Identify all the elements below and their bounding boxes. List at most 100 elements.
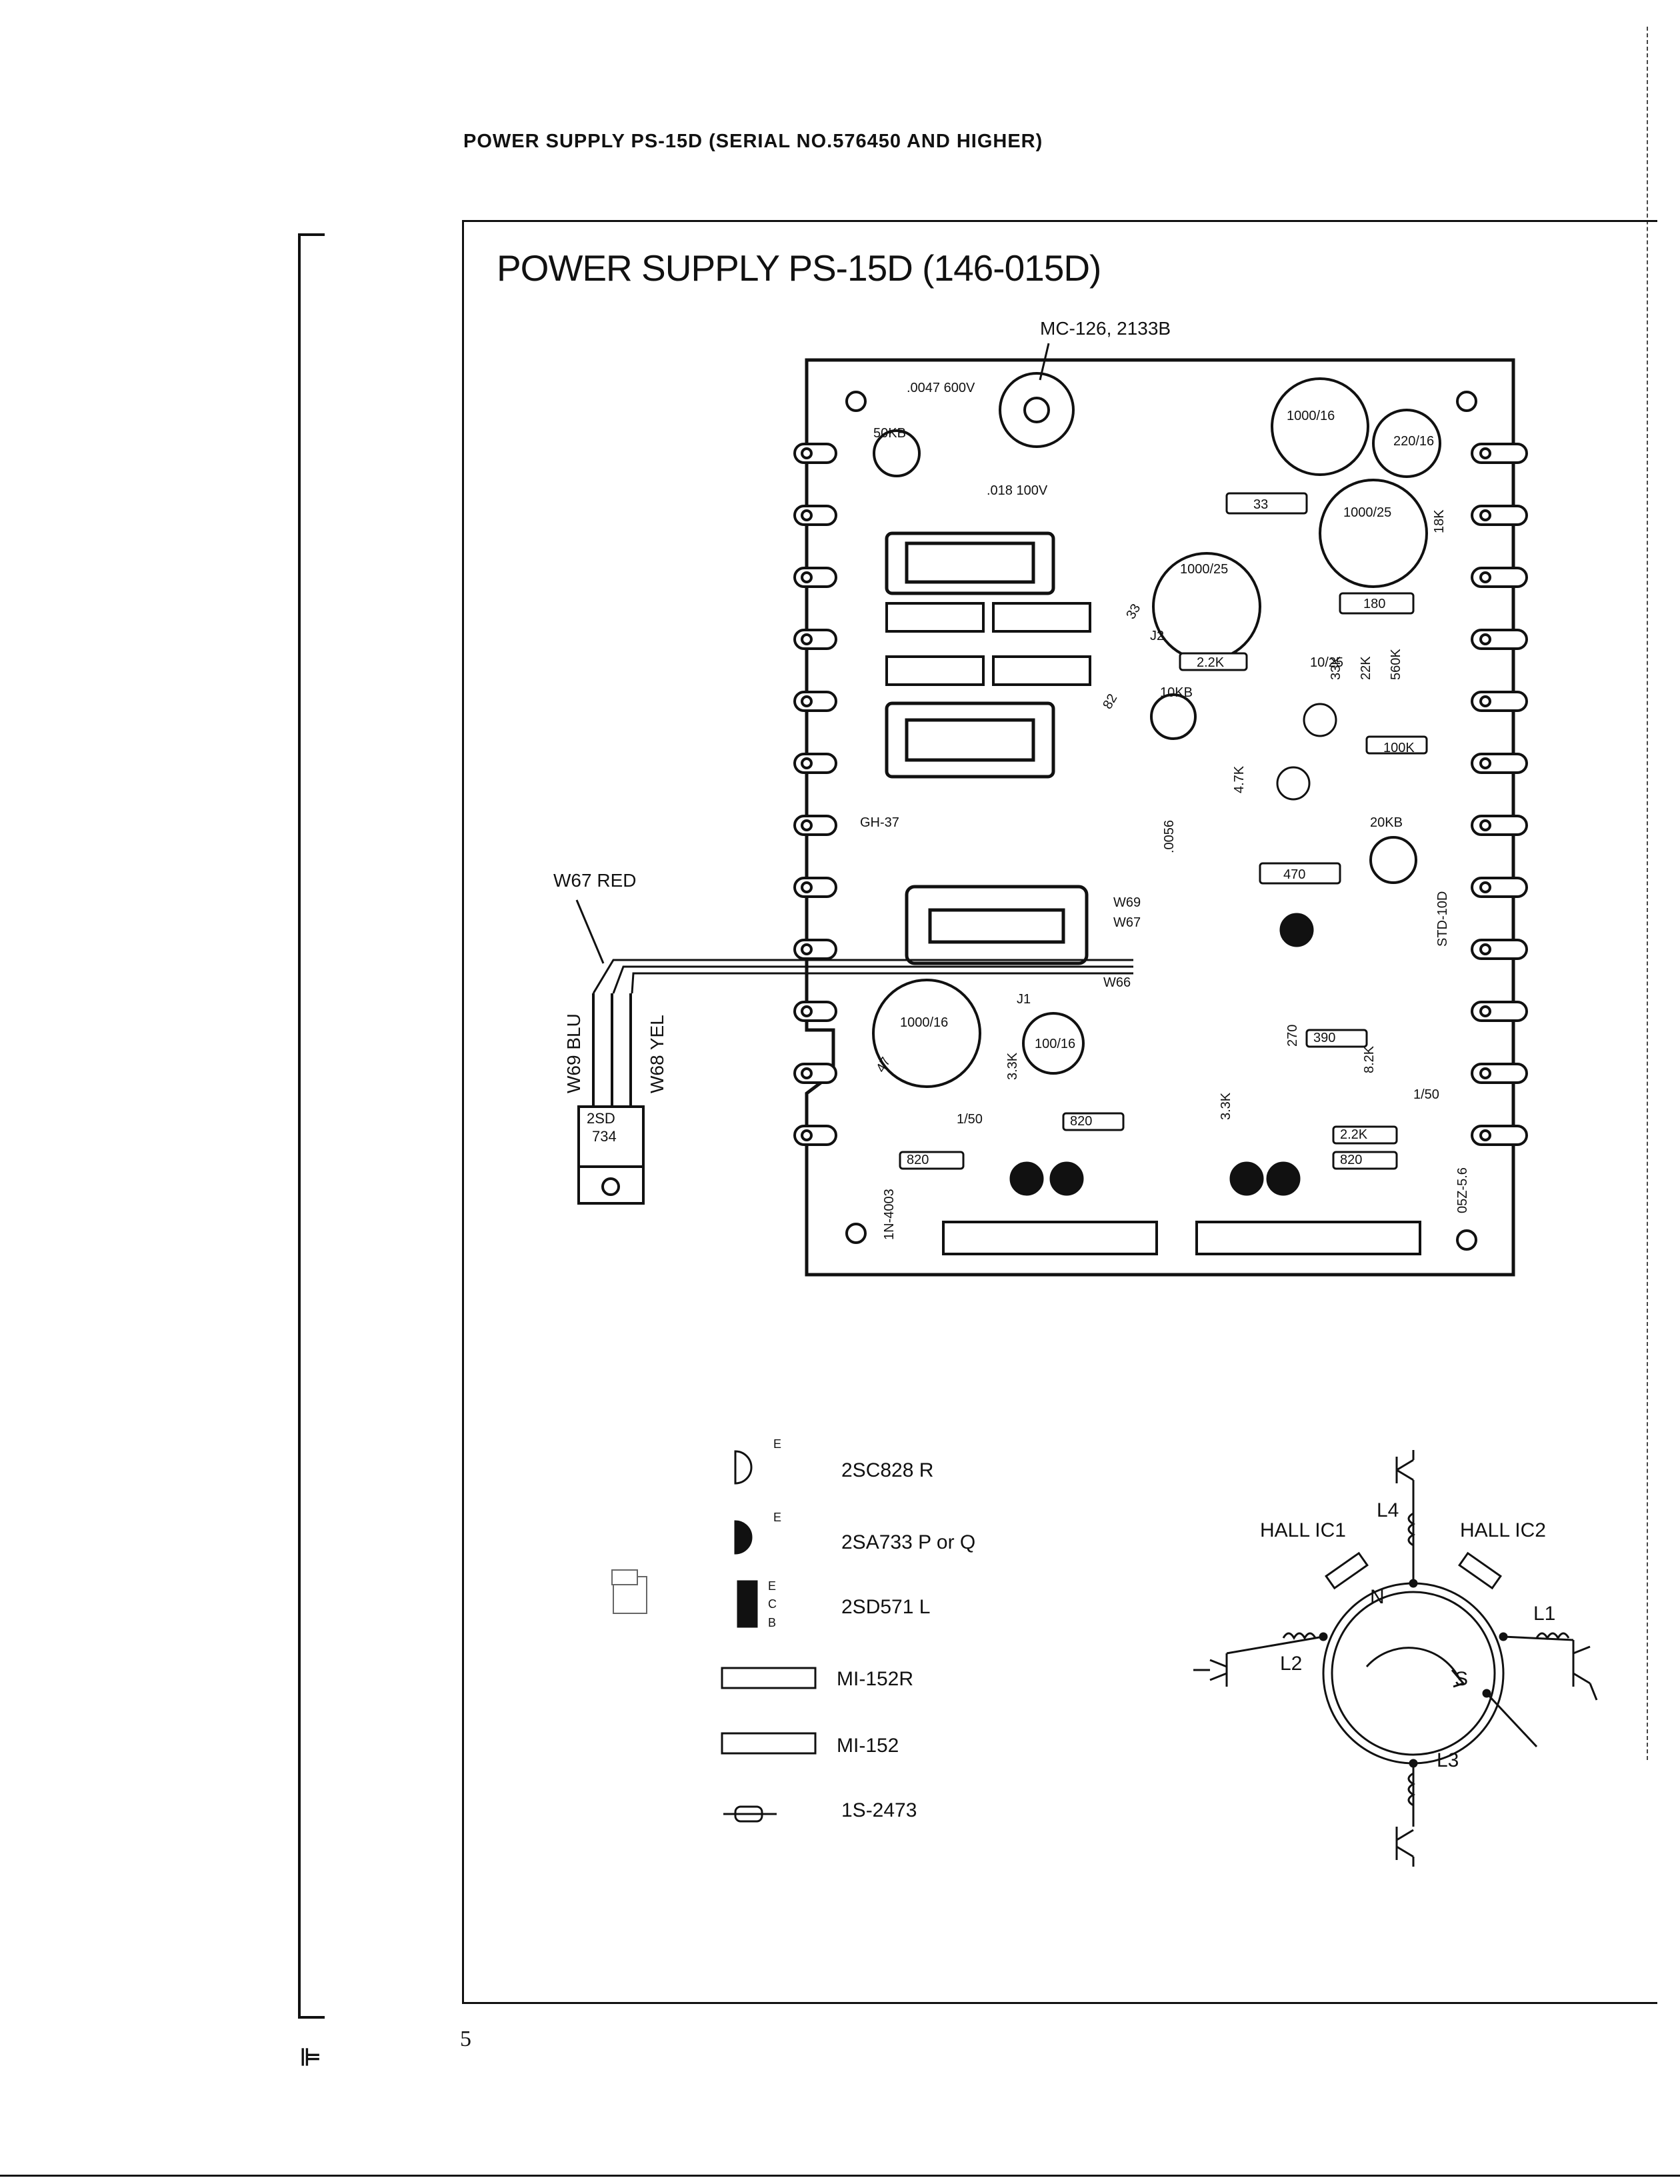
legend-label-2sa733: 2SA733 P or Q — [841, 1531, 975, 1553]
component-label: 820 — [907, 1153, 929, 1167]
transistor-marking-1: 2SD — [587, 1110, 615, 1127]
motor-hall-diagram — [1193, 1450, 1598, 1867]
component-label: 180 — [1363, 597, 1385, 611]
legend-symbols — [721, 1450, 817, 1823]
component-label: 4.7K — [1232, 765, 1247, 793]
terminal-lug — [793, 1125, 837, 1146]
component-label: 10/25 — [1310, 655, 1343, 670]
coil-l4-label: L4 — [1377, 1499, 1399, 1521]
offboard-power-transistor — [577, 993, 645, 1205]
pin-b-mark: B — [768, 1616, 776, 1629]
pnp-transistor-symbol — [734, 1520, 753, 1555]
wire-label-w68: W68 YEL — [647, 1015, 667, 1093]
motor-diagram-labels: HALL IC1 HALL IC2 L1 L2 L3 L4 N S — [1260, 1499, 1555, 1771]
component-label: W66 — [1103, 975, 1131, 990]
diode-bridges — [885, 602, 1091, 686]
pcb-board — [805, 358, 1515, 1277]
hall-ic1-label: HALL IC1 — [1260, 1519, 1346, 1541]
component-label: GH-37 — [860, 815, 899, 830]
component-label: 1000/16 — [900, 1015, 948, 1030]
terminal-lug — [793, 567, 837, 588]
terminal-lug — [1471, 815, 1528, 836]
terminal-lug — [1471, 1001, 1528, 1022]
terminal-lug — [1471, 505, 1528, 526]
legend-label-mi152r: MI-152R — [837, 1668, 913, 1690]
component-label: 1000/25 — [1180, 562, 1228, 577]
manufacturer-logo-icon: ⊫ — [300, 2043, 321, 2071]
page-edge-rule — [1647, 27, 1648, 1760]
component-label: 100/16 — [1035, 1037, 1075, 1051]
terminal-lug — [1471, 753, 1528, 774]
coil-l1-label: L1 — [1533, 1603, 1555, 1625]
terminal-lug — [793, 939, 837, 960]
component-label: 33 — [1123, 601, 1143, 621]
legend-label-1s2473: 1S-2473 — [841, 1799, 917, 1821]
hall-ic2-label: HALL IC2 — [1460, 1519, 1546, 1541]
diode-pair-symbol — [721, 1732, 817, 1755]
component-label: .0056 — [1162, 820, 1177, 853]
terminal-lug — [793, 505, 837, 526]
terminal-lug — [793, 1001, 837, 1022]
component-label: 820 — [1340, 1153, 1362, 1167]
legend-label-2sc828: 2SC828 R — [841, 1459, 933, 1481]
component-label: 20KB — [1370, 815, 1403, 830]
terminal-lug — [793, 443, 837, 464]
terminal-lug — [793, 691, 837, 712]
component-label: 560K — [1389, 649, 1403, 680]
coil-l3-label: L3 — [1437, 1749, 1459, 1771]
component-label: 1000/16 — [1287, 409, 1335, 423]
board-labels: MC-126, 2133B W67 RED W69 BLU W68 YEL 2S… — [553, 318, 1171, 1145]
transistor-bodies — [1009, 703, 1337, 1196]
component-label: 220/16 — [1393, 434, 1434, 449]
component-label: 1/50 — [1413, 1087, 1439, 1102]
mounting-holes — [845, 391, 1477, 1251]
terminal-lug — [793, 815, 837, 836]
legend-label-2sd571: 2SD571 L — [841, 1596, 930, 1618]
npn-transistor-symbol — [734, 1450, 753, 1485]
pin-e-mark: E — [773, 1511, 781, 1524]
terminal-lug — [1471, 629, 1528, 650]
pin-c-mark: C — [768, 1597, 777, 1611]
component-label: .0047 600V — [907, 381, 975, 395]
component-label: 33K — [1329, 656, 1343, 680]
diode-pair-reverse-symbol — [721, 1667, 817, 1689]
diagram-title: POWER SUPPLY PS-15D (146-015D) — [497, 247, 1101, 289]
component-label: W69 — [1113, 895, 1141, 910]
page-number: 5 — [460, 2027, 471, 2051]
terminal-lugs-left — [793, 443, 837, 1146]
terminal-lug — [1471, 1125, 1528, 1146]
component-label: 18K — [1432, 509, 1447, 533]
legend-pin-marks: E E E C B — [768, 1437, 781, 1629]
pin-e-mark: E — [773, 1437, 781, 1451]
component-label: 8.2K — [1362, 1045, 1377, 1073]
component-label: 22K — [1359, 656, 1373, 680]
terminal-lug — [793, 877, 837, 898]
component-label: 1N-4003 — [882, 1189, 897, 1240]
component-label: 820 — [1070, 1114, 1092, 1129]
component-label: J1 — [1017, 992, 1031, 1007]
connector-strips — [942, 1221, 1421, 1255]
terminal-lugs-right — [1471, 443, 1528, 1146]
electrolytic-capacitors — [872, 372, 1441, 1088]
terminal-lug — [1471, 1063, 1528, 1084]
component-label: J2 — [1150, 629, 1164, 643]
terminal-lug — [793, 753, 837, 774]
component-label: 05Z-5.6 — [1455, 1167, 1470, 1213]
component-label: 1000/25 — [1343, 505, 1391, 520]
legend-labels: 2SC828 R 2SA733 P or Q 2SD571 L MI-152R … — [837, 1459, 975, 1821]
fuse-holders — [885, 531, 1089, 965]
pin-e-mark: E — [768, 1579, 776, 1593]
coil-l2-label: L2 — [1280, 1653, 1302, 1675]
component-label: 3.3K — [1005, 1052, 1020, 1080]
power-transistor-symbol — [737, 1580, 758, 1628]
terminal-lug — [793, 1063, 837, 1084]
component-label: 3.3K — [1219, 1092, 1233, 1120]
terminal-lug — [1471, 567, 1528, 588]
north-pole-label: N — [1370, 1586, 1385, 1608]
wire-label-w69: W69 BLU — [563, 1013, 584, 1093]
diagram-frame — [462, 220, 1657, 2004]
component-label: 50KB — [873, 426, 906, 441]
component-label: 390 — [1313, 1031, 1335, 1045]
page-header: POWER SUPPLY PS-15D (SERIAL NO.576450 AN… — [463, 131, 1043, 152]
